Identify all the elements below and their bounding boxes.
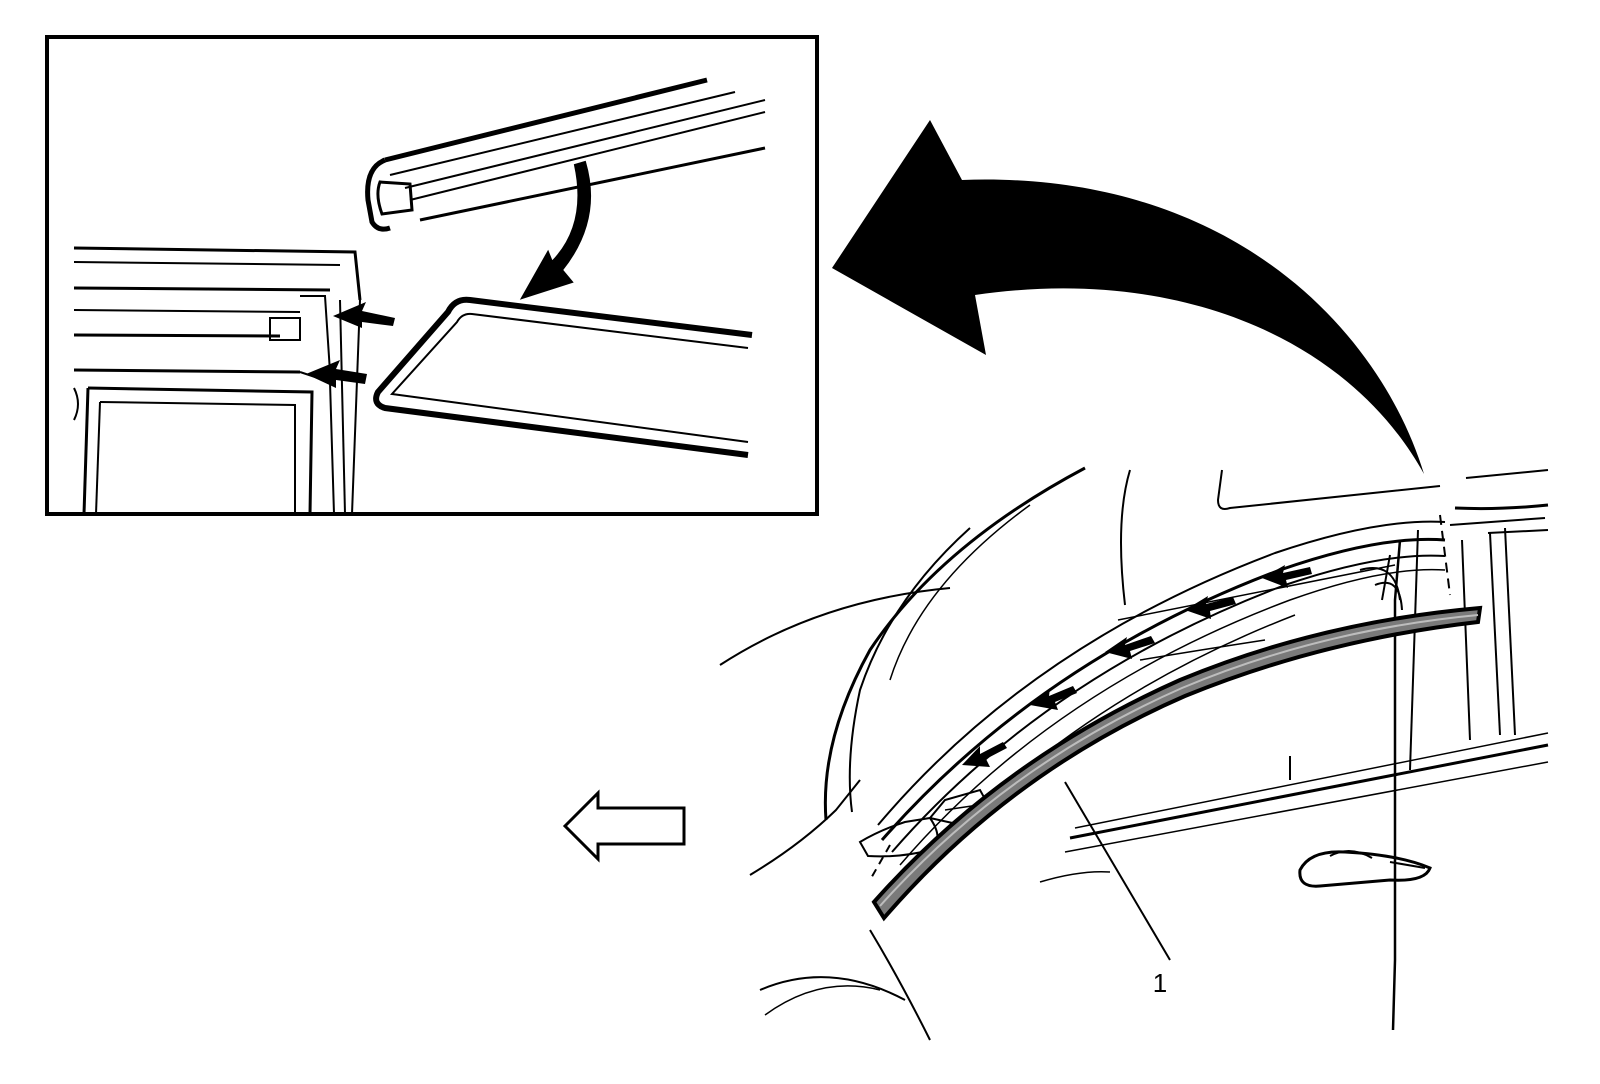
weatherstrip-seal-part-1 — [871, 605, 1483, 922]
hood-line — [719, 587, 951, 666]
inset-seal-outline — [373, 296, 753, 458]
inset-frame — [45, 35, 819, 516]
inset-weatherstrip-end — [365, 77, 766, 232]
roof-line — [1120, 469, 1131, 606]
detail-inset — [45, 35, 819, 516]
callout-label-1: 1 — [1153, 968, 1167, 998]
fender-line — [749, 779, 861, 876]
windshield-edge — [823, 466, 1086, 821]
door-frame-rail — [869, 514, 1451, 881]
vehicle-view — [719, 466, 1549, 1041]
b-pillar — [1391, 539, 1402, 1031]
install-motion-arrow-icon — [832, 120, 1424, 474]
callout-1: 1 — [1064, 781, 1171, 998]
hollow-left-arrow-icon — [562, 789, 686, 863]
belt-line — [1069, 743, 1549, 840]
callout-leader — [1064, 781, 1171, 961]
door-handle — [1298, 850, 1432, 888]
inset-drop-arrow-icon — [519, 160, 592, 300]
inset-press-arrow-icon — [306, 302, 395, 388]
rail-press-arrow-icon — [962, 565, 1312, 767]
